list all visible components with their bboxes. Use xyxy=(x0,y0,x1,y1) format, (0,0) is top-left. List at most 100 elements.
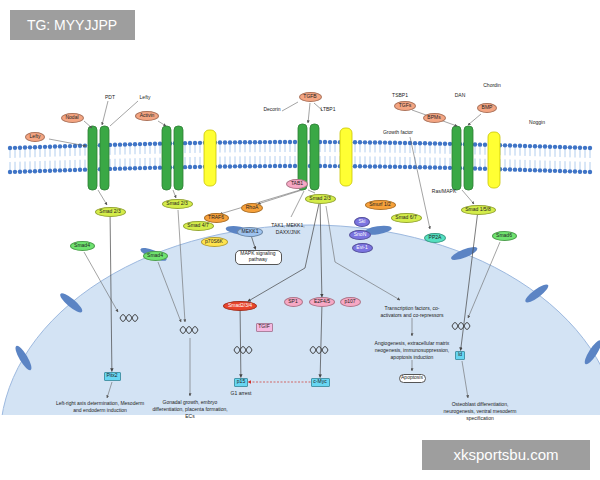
label-text: xksportsbu.com xyxy=(453,446,558,463)
gene-box: Id xyxy=(455,351,465,360)
ligand-oval: TGFs xyxy=(394,101,416,111)
ligand-label: LTBP1 xyxy=(316,106,340,113)
watermark: xksportsbu.com xyxy=(422,440,590,470)
pathway-label: Ras/MAPK xyxy=(429,188,459,195)
label-text: Decorin xyxy=(263,106,280,112)
node-text: TGIF xyxy=(258,324,269,330)
node-text: BPMs xyxy=(427,115,440,121)
ligand-oval: BMP xyxy=(477,103,497,113)
ligand-label: Growth factor xyxy=(379,129,417,136)
label-text: LTBP1 xyxy=(321,106,336,112)
nuclear-pores xyxy=(13,224,600,372)
node-text: p107 xyxy=(344,299,355,305)
complex-oval: Smad2/3/4 xyxy=(223,301,257,311)
label-text: TSBP1 xyxy=(392,92,408,98)
ligand-oval: BPMs xyxy=(423,113,446,123)
node-text: c-Myc xyxy=(313,379,326,385)
arrow-connector xyxy=(110,217,112,372)
protein-oval: PP2A xyxy=(424,233,446,243)
arrow-connector xyxy=(240,311,242,378)
node-text: Nodal xyxy=(65,115,78,121)
gene-box: p15 xyxy=(234,378,248,387)
ligand-oval: TGFB xyxy=(299,92,322,102)
node-text: TGFB xyxy=(303,94,316,100)
node-text: Smurf 1/2 xyxy=(369,202,391,208)
factor-oval: SP1 xyxy=(284,297,303,307)
label-text: Lefty xyxy=(140,94,151,100)
kinase-oval: p70S6K xyxy=(201,237,228,247)
smad-oval: Smad 2/3 xyxy=(305,194,336,204)
node-text: TGFs xyxy=(399,103,412,109)
factor-oval: p107 xyxy=(340,297,361,307)
receptors xyxy=(88,124,500,190)
nucleus xyxy=(0,225,600,415)
node-text: Lefty xyxy=(30,134,41,140)
label-text: G1 arrest xyxy=(231,390,252,396)
label-text: DAN xyxy=(455,92,466,98)
protein-oval: TAB1 xyxy=(286,179,308,189)
node-text: Apoptosis xyxy=(401,375,423,381)
label-text: Ras/MAPK xyxy=(432,188,456,194)
label-text: Transcription factors, co-activators and… xyxy=(380,305,443,318)
node-text: Smad6 xyxy=(496,233,512,239)
ligand-oval: Activin xyxy=(135,111,159,121)
protein-oval: Smurf 1/2 xyxy=(365,200,396,210)
arrow-connector xyxy=(320,204,322,297)
gene-box: c-Myc xyxy=(311,378,330,387)
label-text: TAK1, MEKK1, DAXX/JNK xyxy=(271,222,304,235)
node-text: PP2A xyxy=(429,235,442,241)
arrow-connector xyxy=(320,307,322,378)
outcome-note: Angiogenesis, extracellular matrix neoge… xyxy=(371,340,453,360)
node-text: MEKK1 xyxy=(242,229,259,235)
outcome-note: Gonadal growth, embryo differentiation, … xyxy=(149,399,231,419)
outcome-note: Transcription factors, co-activators and… xyxy=(376,305,448,319)
node-text: SnoN xyxy=(354,232,367,238)
node-text: TAB1 xyxy=(291,181,303,187)
label-text: PDT xyxy=(105,94,115,100)
node-text: E2F4/5 xyxy=(314,299,330,305)
protein-oval: Ski xyxy=(354,217,370,227)
label-text: Growth factor xyxy=(383,129,413,135)
node-text: Smad2/3/4 xyxy=(228,303,252,309)
arrow-connector xyxy=(252,237,256,250)
inhibition-connector xyxy=(248,382,311,383)
kinase-oval: MEKK1 xyxy=(237,227,263,237)
outcome-note: Osteoblast differentiation, neurogenesis… xyxy=(438,401,522,421)
label-text: Noggin xyxy=(529,119,545,125)
label-text: Chordin xyxy=(483,82,501,88)
node-text: Id xyxy=(458,352,462,358)
ligand-oval: Nodal xyxy=(61,113,84,123)
arrow-connector xyxy=(461,215,478,351)
node-text: Smad 1/5/8 xyxy=(465,207,491,213)
node-text: Evi-1 xyxy=(356,245,367,251)
ligand-label: PDT xyxy=(99,94,121,101)
signal-lines xyxy=(49,101,500,398)
node-text: Activin xyxy=(140,113,155,119)
smad-oval: Smad 2/3 xyxy=(162,199,193,209)
node-text: Smad4 xyxy=(74,243,90,249)
node-text: Smad 2/3 xyxy=(99,209,120,215)
node-text: BMP xyxy=(482,105,493,111)
node-text: Smad4 xyxy=(147,253,163,259)
label-text: Left-right axis determination, Mesoderm … xyxy=(56,400,144,413)
factor-box: TGIF xyxy=(256,323,273,332)
smad-oval: Smad4 xyxy=(70,241,95,251)
node-text: RhoA xyxy=(246,205,259,211)
protein-oval: Evi-1 xyxy=(352,243,373,253)
label-text: Angiogenesis, extracellular matrix neoge… xyxy=(375,340,450,360)
node-text: Ski xyxy=(359,219,366,225)
kinase-oval: TRAF6 xyxy=(204,213,229,223)
ligand-oval: Lefty xyxy=(25,132,45,142)
label-text: Gonadal growth, embryo differentiation, … xyxy=(152,399,227,419)
node-text: p15 xyxy=(237,379,245,385)
smad-oval: Smad 4/7 xyxy=(183,221,214,231)
node-text: p70S6K xyxy=(205,239,223,245)
smad-oval: Smad 1/5/8 xyxy=(461,205,496,215)
ligand-label: TSBP1 xyxy=(388,92,412,99)
smad-oval: Smad4 xyxy=(143,251,168,261)
smad-oval: Smad6 xyxy=(492,231,517,241)
node-text: Pitx2 xyxy=(106,373,117,379)
node-text: Smad 2/3 xyxy=(166,201,187,207)
protein-oval: SnoN xyxy=(349,230,371,240)
